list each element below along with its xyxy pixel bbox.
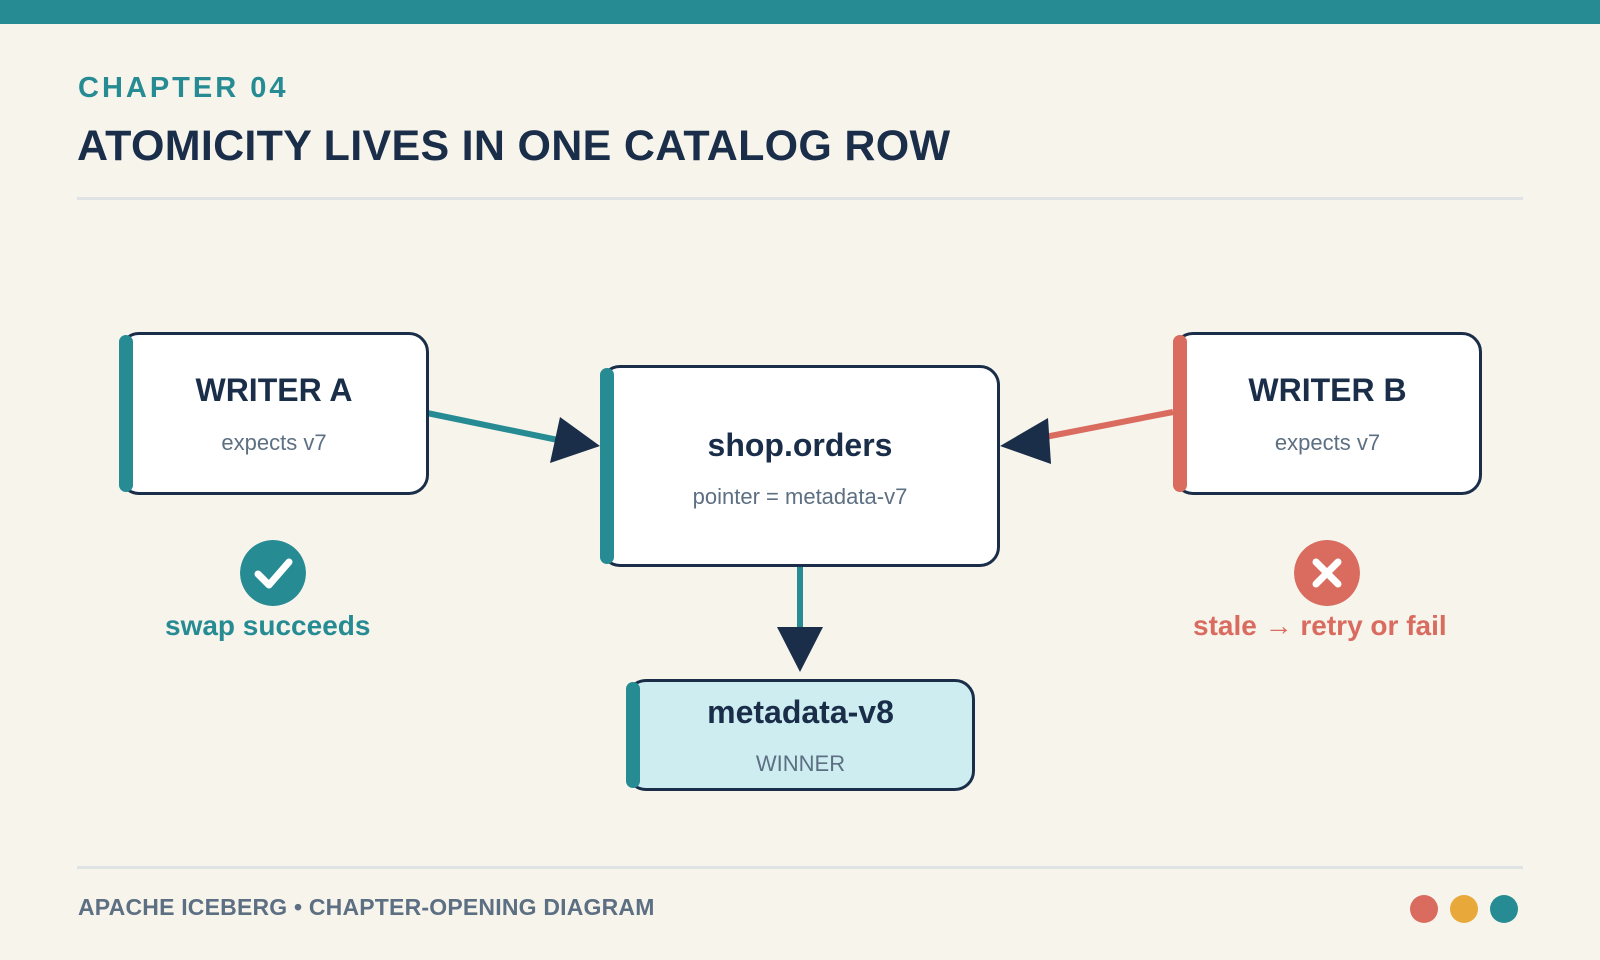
footer-divider (77, 866, 1523, 869)
teal-dot-icon (1490, 895, 1518, 923)
header-divider (77, 197, 1523, 200)
footer-label: APACHE ICEBERG • CHAPTER-OPENING DIAGRAM (78, 894, 655, 920)
writer-a-subtitle: expects v7 (221, 430, 327, 455)
top-accent-bar (0, 0, 1600, 24)
table-node: shop.orders pointer = metadata-v7 (600, 365, 1000, 567)
writer-b-subtitle: expects v7 (1274, 430, 1381, 455)
arrowhead-winner (777, 627, 823, 672)
writer-a-outcome-label: swap succeeds (165, 610, 371, 641)
writer-b-node: WRITER B expects v7 (1173, 332, 1482, 495)
x-icon (1294, 540, 1360, 606)
writer-a-title: WRITER A (195, 372, 353, 408)
arrow-writer-b-to-table (1039, 409, 1174, 441)
writer-a-stripe (119, 335, 133, 492)
arrow-writer-a-to-table (426, 410, 559, 443)
page-title: ATOMICITY LIVES IN ONE CATALOG ROW (77, 122, 951, 170)
table-title: shop.orders (707, 427, 893, 463)
amber-dot-icon (1450, 895, 1478, 923)
arrowhead-writer-a (550, 417, 600, 463)
writer-a-node: WRITER A expects v7 (119, 332, 429, 495)
winner-stripe (626, 682, 640, 788)
table-stripe (600, 368, 614, 564)
winner-node: metadata-v8 WINNER (626, 679, 975, 791)
arrowhead-writer-b (1000, 418, 1051, 464)
writer-b-outcome-label: stale → retry or fail (1193, 610, 1447, 641)
writer-b-title: WRITER B (1248, 372, 1407, 408)
winner-subtitle: WINNER (755, 751, 846, 776)
check-icon (240, 540, 306, 606)
winner-title: metadata-v8 (707, 694, 894, 730)
writer-b-stripe (1173, 335, 1187, 492)
chapter-label: CHAPTER 04 (78, 72, 289, 104)
coral-dot-icon (1410, 895, 1438, 923)
table-subtitle: pointer = metadata-v7 (692, 484, 908, 509)
